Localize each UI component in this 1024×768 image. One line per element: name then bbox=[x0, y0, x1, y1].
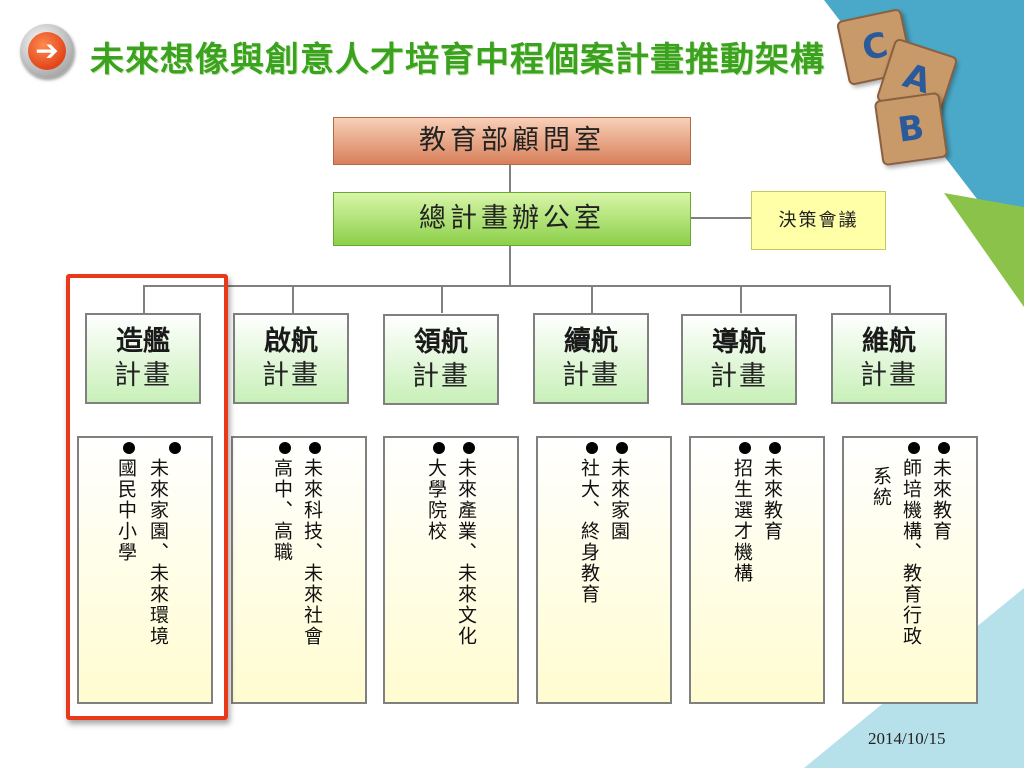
plan-suffix: 計畫 bbox=[562, 360, 620, 391]
bullet-icon bbox=[616, 442, 628, 454]
right-arrow-icon: ➔ bbox=[28, 32, 66, 70]
description-item: 系統 bbox=[870, 466, 892, 508]
plan-suffix: 計畫 bbox=[710, 361, 768, 392]
bullet-icon bbox=[169, 442, 181, 454]
connector-line bbox=[509, 244, 511, 286]
description-item: 未來家園、未來環境 bbox=[147, 458, 169, 647]
plan-description: 未來家園、未來環境 國民中小學 bbox=[77, 436, 213, 704]
connector-line bbox=[292, 285, 294, 313]
highlight-frame bbox=[66, 274, 228, 720]
plan-name: 啟航 bbox=[264, 326, 318, 357]
plan-box: 造艦 計畫 bbox=[85, 313, 201, 404]
description-item: 國民中小學 bbox=[115, 458, 137, 563]
plan-suffix: 計畫 bbox=[262, 360, 320, 391]
description-item: 未來教育 bbox=[761, 458, 783, 542]
page-title: 未來想像與創意人才培育中程個案計畫推動架構 bbox=[90, 40, 825, 80]
plan-suffix: 計畫 bbox=[412, 361, 470, 392]
description-item: 高中、高職 bbox=[271, 458, 293, 563]
plan-name: 續航 bbox=[564, 326, 618, 357]
plan-description: 未來教育 招生選才機構 bbox=[689, 436, 825, 704]
letter-block: B bbox=[873, 91, 949, 167]
office-box: 總計畫辦公室 bbox=[333, 192, 691, 246]
bullet-icon bbox=[739, 442, 751, 454]
description-item: 師培機構、教育行政 bbox=[900, 458, 922, 647]
plan-box: 啟航 計畫 bbox=[233, 313, 349, 404]
bullet-icon bbox=[433, 442, 445, 454]
bullet-icon bbox=[279, 442, 291, 454]
description-item: 未來產業、未來文化 bbox=[455, 458, 477, 647]
bullet-icon bbox=[586, 442, 598, 454]
connector-line bbox=[689, 217, 751, 219]
description-item: 未來教育 bbox=[930, 458, 952, 542]
plan-description: 未來科技、未來社會 高中、高職 bbox=[231, 436, 367, 704]
connector-line bbox=[740, 285, 742, 313]
bullet-icon bbox=[938, 442, 950, 454]
plan-name: 維航 bbox=[862, 326, 916, 357]
bullet-icon bbox=[309, 442, 321, 454]
description-item: 未來科技、未來社會 bbox=[301, 458, 323, 647]
bullet-icon bbox=[908, 442, 920, 454]
connector-line bbox=[143, 285, 145, 313]
decision-box: 決策會議 bbox=[751, 191, 886, 250]
connector-line bbox=[509, 163, 511, 192]
bullet-icon bbox=[769, 442, 781, 454]
plan-name: 造艦 bbox=[116, 326, 170, 357]
top-unit-box: 教育部顧問室 bbox=[333, 117, 691, 165]
slide-date: 2014/10/15 bbox=[868, 729, 946, 748]
description-item: 招生選才機構 bbox=[731, 458, 753, 584]
connector-line bbox=[591, 285, 593, 313]
abc-blocks-image: C A B bbox=[830, 7, 959, 167]
description-item: 社大、終身教育 bbox=[578, 458, 600, 605]
plan-box: 領航 計畫 bbox=[383, 314, 499, 405]
plan-suffix: 計畫 bbox=[114, 360, 172, 391]
plan-description: 未來家園 社大、終身教育 bbox=[536, 436, 672, 704]
bullet-icon bbox=[463, 442, 475, 454]
plan-name: 導航 bbox=[712, 327, 766, 358]
plan-suffix: 計畫 bbox=[860, 360, 918, 391]
arrow-button[interactable]: ➔ bbox=[20, 24, 74, 78]
connector-line bbox=[143, 285, 890, 287]
plan-box: 導航 計畫 bbox=[681, 314, 797, 405]
bullet-icon bbox=[123, 442, 135, 454]
plan-description: 未來教育 師培機構、教育行政 系統 bbox=[842, 436, 978, 704]
plan-description: 未來產業、未來文化 大學院校 bbox=[383, 436, 519, 704]
connector-line bbox=[889, 285, 891, 313]
description-item: 大學院校 bbox=[425, 458, 447, 542]
plan-box: 維航 計畫 bbox=[831, 313, 947, 404]
description-item: 未來家園 bbox=[608, 458, 630, 542]
plan-box: 續航 計畫 bbox=[533, 313, 649, 404]
connector-line bbox=[441, 285, 443, 313]
corner-decoration-green bbox=[944, 192, 1024, 308]
plan-name: 領航 bbox=[414, 327, 468, 358]
